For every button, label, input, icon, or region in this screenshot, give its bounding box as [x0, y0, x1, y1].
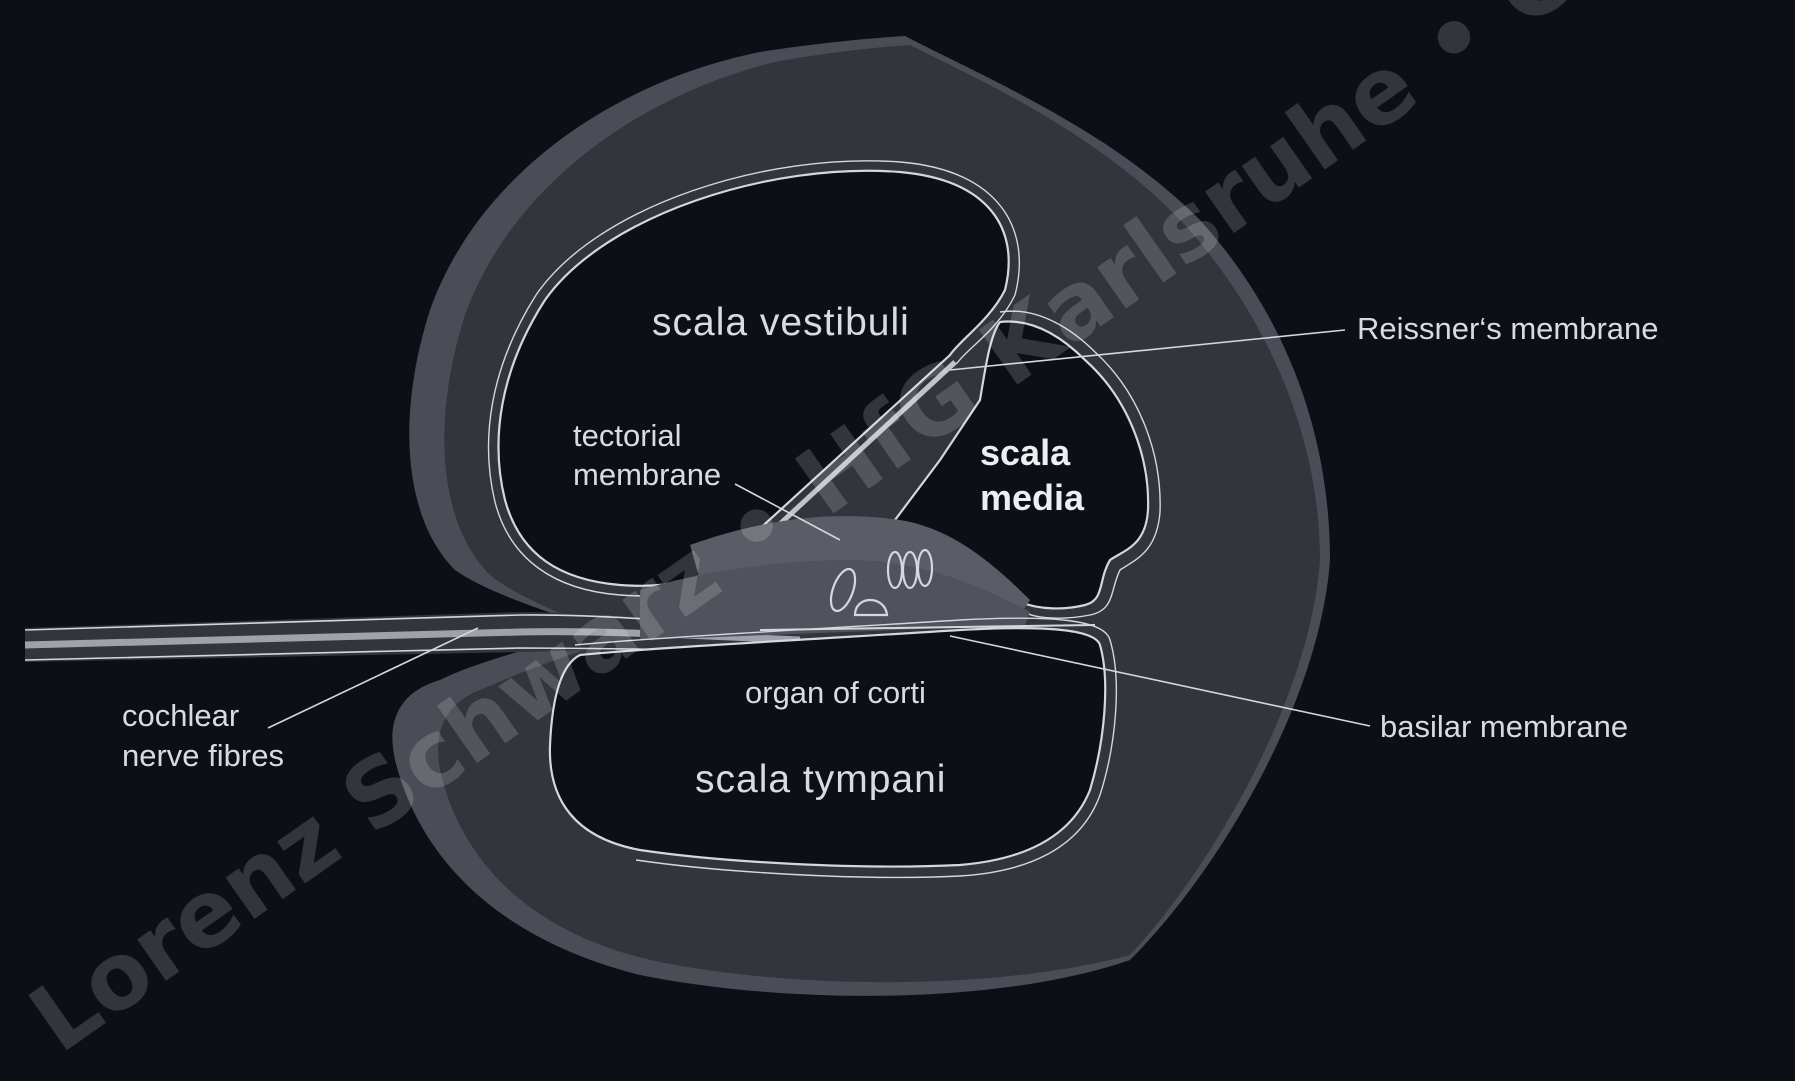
tectorial-membrane-label-line2: membrane — [573, 457, 721, 492]
cochlear-nerve-label-line2: nerve fibres — [122, 738, 284, 773]
scala-vestibuli-label: scala vestibuli — [652, 301, 910, 344]
reissners-membrane-label: Reissner‘s membrane — [1357, 311, 1659, 346]
organ-of-corti-label: organ of corti — [745, 675, 926, 710]
scala-media-label-line1: scala — [980, 432, 1071, 473]
scala-media-label-line2: media — [980, 477, 1085, 518]
cochlear-nerve-label-line1: cochlear — [122, 698, 239, 733]
tectorial-membrane-label-line1: tectorial — [573, 418, 682, 453]
basilar-membrane-label: basilar membrane — [1380, 709, 1628, 744]
scala-tympani-label: scala tympani — [695, 758, 946, 801]
